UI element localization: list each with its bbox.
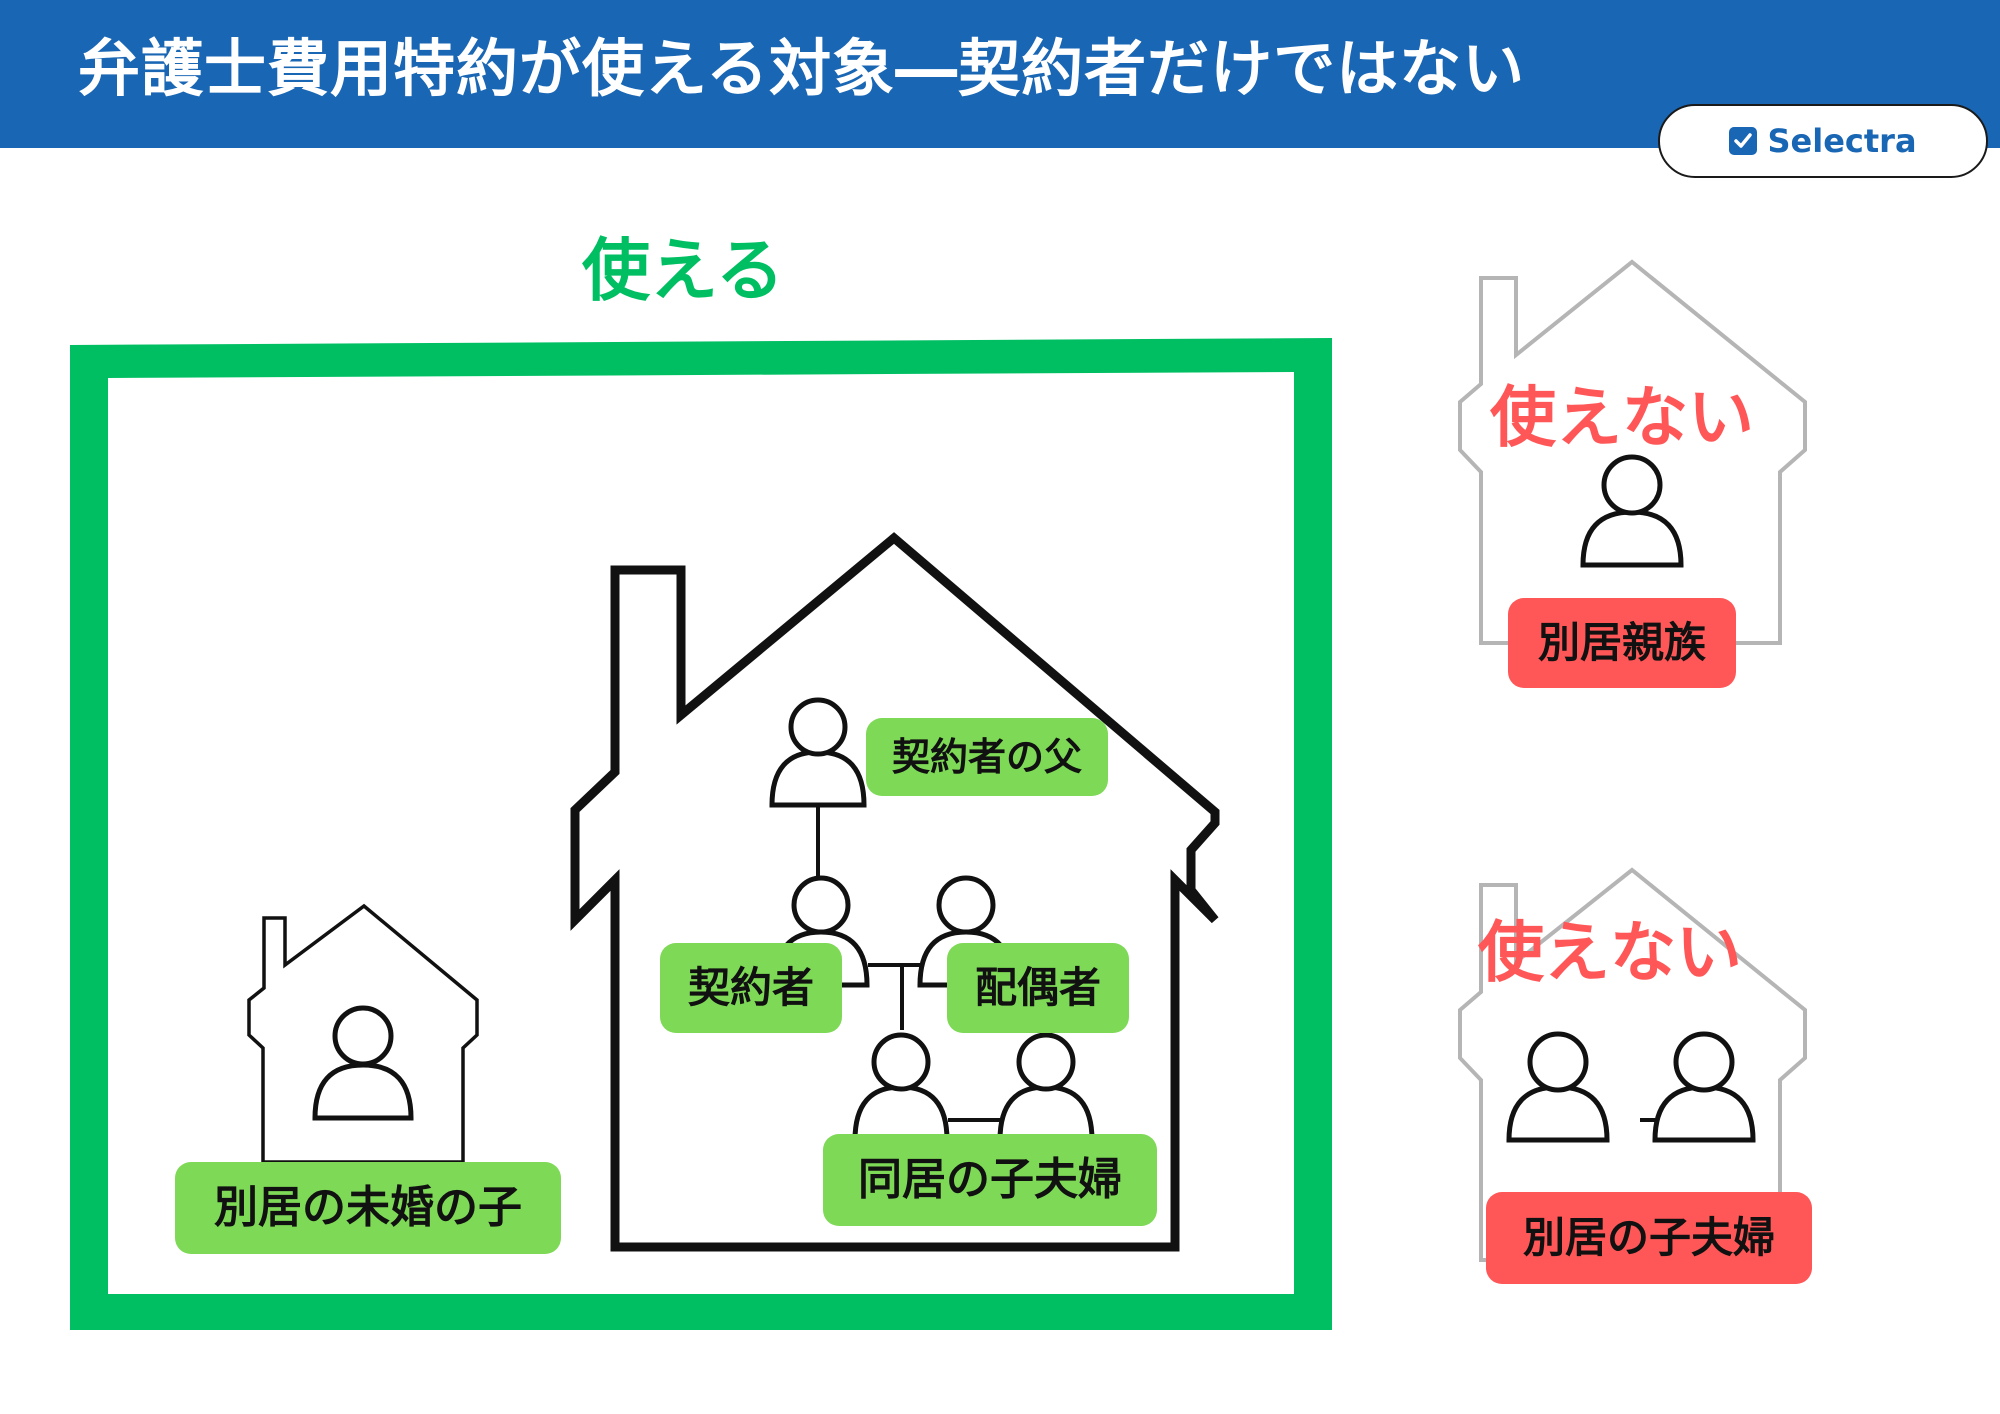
gray-house-icon-1 [1458, 259, 1807, 645]
not-covered-heading-1: 使えない [1490, 379, 1754, 456]
label-policyholder: 契約者 [660, 943, 842, 1033]
covered-heading: 使える [582, 232, 784, 311]
selectra-logo: Selectra [1658, 104, 1988, 178]
label-cohabiting-couple: 同居の子夫婦 [823, 1134, 1157, 1226]
person-unmarried-child-icon [312, 1005, 414, 1121]
person-child-spouse-icon [997, 1032, 1095, 1143]
label-separate-child-couple: 別居の子夫婦 [1486, 1192, 1812, 1284]
gray-house-icon-2 [1458, 867, 1807, 1262]
logo-text: Selectra [1767, 122, 1917, 160]
label-father: 契約者の父 [866, 718, 1108, 796]
person-father-icon [769, 697, 867, 808]
checkbox-icon [1729, 127, 1758, 155]
person-relative-icon [1580, 454, 1684, 568]
family-connectors [816, 803, 1002, 1122]
not-covered-heading-2: 使えない [1478, 914, 1742, 991]
label-separate-unmarried-child: 別居の未婚の子 [175, 1162, 561, 1254]
header-bar: 弁護士費用特約が使える対象―契約者だけではない [0, 0, 2000, 148]
label-separate-relative: 別居親族 [1508, 598, 1736, 688]
person-separate-child-icon [1506, 1031, 1610, 1143]
person-separate-child-spouse-icon [1652, 1031, 1756, 1143]
person-child-icon [852, 1032, 950, 1143]
page-title: 弁護士費用特約が使える対象―契約者だけではない [78, 32, 1526, 105]
label-spouse: 配偶者 [947, 943, 1129, 1033]
